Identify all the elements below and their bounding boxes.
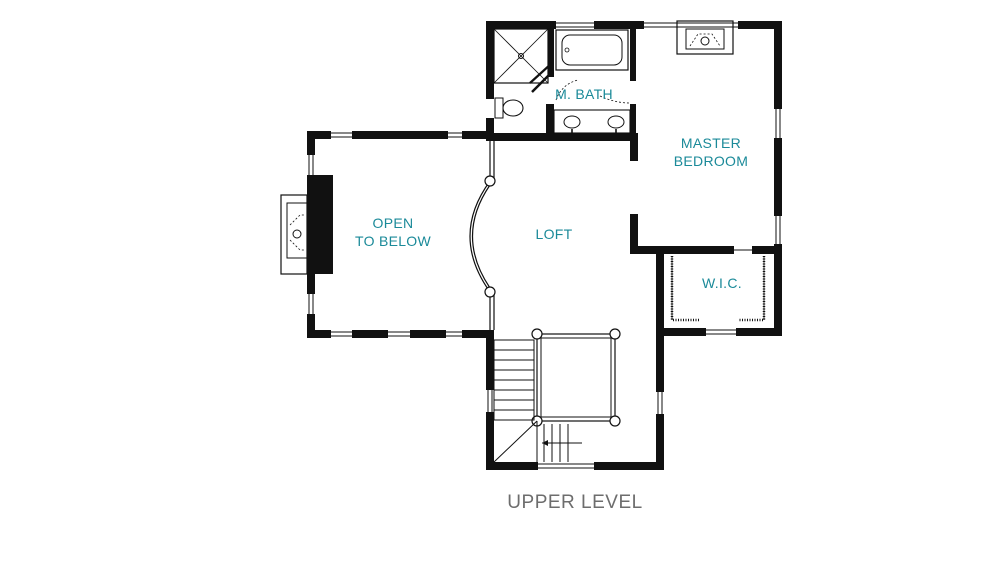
wall-otb-bot-d — [462, 330, 494, 338]
wall-bath-left-b — [486, 118, 494, 140]
label-wic: W.I.C. — [702, 275, 742, 291]
wall-wic-top — [630, 246, 734, 254]
wall-otb-top-c — [462, 131, 494, 139]
wall-top-bath-b — [594, 21, 626, 29]
label-master-bedroom-2: BEDROOM — [674, 153, 748, 169]
wall-stair-bot-a — [486, 462, 538, 470]
wall-otb-top-b — [352, 131, 448, 139]
wic-shelving — [670, 256, 766, 322]
wall-stair-left-b — [486, 412, 494, 470]
wall-stair-right-a — [656, 330, 664, 392]
plan-title: UPPER LEVEL — [507, 492, 642, 513]
wall-loft-top — [486, 133, 638, 141]
label-loft: LOFT — [536, 226, 573, 242]
railing-post — [484, 175, 496, 187]
stairs — [493, 339, 582, 463]
loft-railing — [469, 141, 496, 330]
shower — [493, 28, 553, 84]
railing-post — [484, 286, 496, 298]
arrow-left-icon — [542, 440, 548, 446]
wall-stair-bot-b — [594, 462, 664, 470]
bath-fixtures — [493, 28, 631, 134]
door-swing-bath — [555, 79, 579, 101]
wall-bed-right-b — [774, 138, 782, 216]
wall-shower-right — [548, 29, 554, 77]
wall-otb-bot-b — [352, 330, 388, 338]
wall-otb-top-a — [307, 131, 331, 139]
wall-otb-bot-a — [307, 330, 331, 338]
wall-otb-left-c — [307, 274, 315, 294]
windows — [308, 22, 781, 469]
railing-post — [531, 328, 543, 340]
wall-top-bath — [486, 21, 556, 29]
wall-otb-left-d — [307, 314, 315, 338]
label-open-to-below-2: TO BELOW — [355, 233, 432, 249]
railing-post — [609, 415, 621, 427]
vanity — [553, 109, 631, 134]
wall-wic-bot-a — [656, 328, 706, 336]
room-labels: M. BATH MASTER BEDROOM OPEN TO BELOW LOF… — [355, 86, 748, 291]
railing-post — [609, 328, 621, 340]
wall-wic-left — [656, 246, 664, 336]
wall-bath-bed — [630, 21, 636, 81]
label-m-bath: M. BATH — [555, 86, 613, 102]
stair-railing — [531, 328, 621, 427]
label-open-to-below-1: OPEN — [373, 215, 414, 231]
wall-otb-left-a — [307, 131, 315, 155]
wall-otb-bot-c — [410, 330, 446, 338]
wall-bath-bed-b — [630, 104, 636, 141]
wall-bed-right-a — [774, 21, 782, 109]
fireplace-left — [280, 175, 333, 275]
toilet — [494, 97, 524, 119]
wall-wic-bot-b — [736, 328, 782, 336]
wall-bed-left-b — [630, 214, 638, 254]
wall-wic-top-b — [752, 246, 782, 254]
label-master-bedroom-1: MASTER — [681, 135, 741, 151]
door-swing-bath-2 — [599, 95, 631, 104]
wall-top-bed — [738, 21, 782, 29]
wall-bath-left — [486, 21, 494, 99]
fireplace-bedroom — [676, 20, 734, 55]
wall-stair-right-b — [656, 414, 664, 470]
wall-bed-left-a — [630, 133, 638, 161]
bathtub — [555, 29, 629, 71]
wall-vanity-left — [546, 104, 554, 140]
wall-bed-right-c — [774, 244, 782, 336]
wall-stair-left-a — [486, 330, 494, 390]
walls — [307, 21, 782, 470]
